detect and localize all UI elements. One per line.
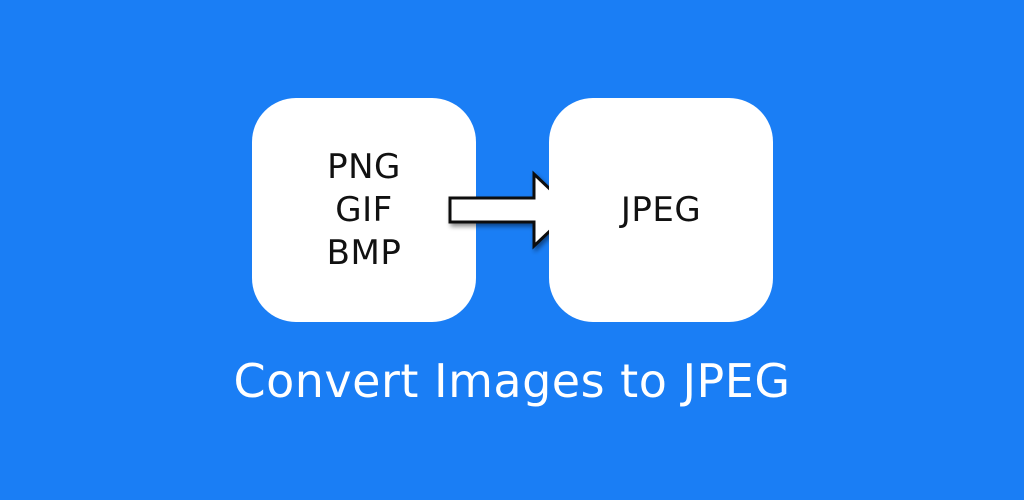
tagline: Convert Images to JPEG xyxy=(233,354,791,408)
source-format-png: PNG xyxy=(327,146,401,187)
target-format-card: JPEG xyxy=(549,98,773,322)
target-format-jpeg: JPEG xyxy=(620,189,702,230)
source-format-gif: GIF xyxy=(335,189,393,230)
source-format-bmp: BMP xyxy=(326,232,402,273)
source-formats-card: PNG GIF BMP xyxy=(252,98,476,322)
